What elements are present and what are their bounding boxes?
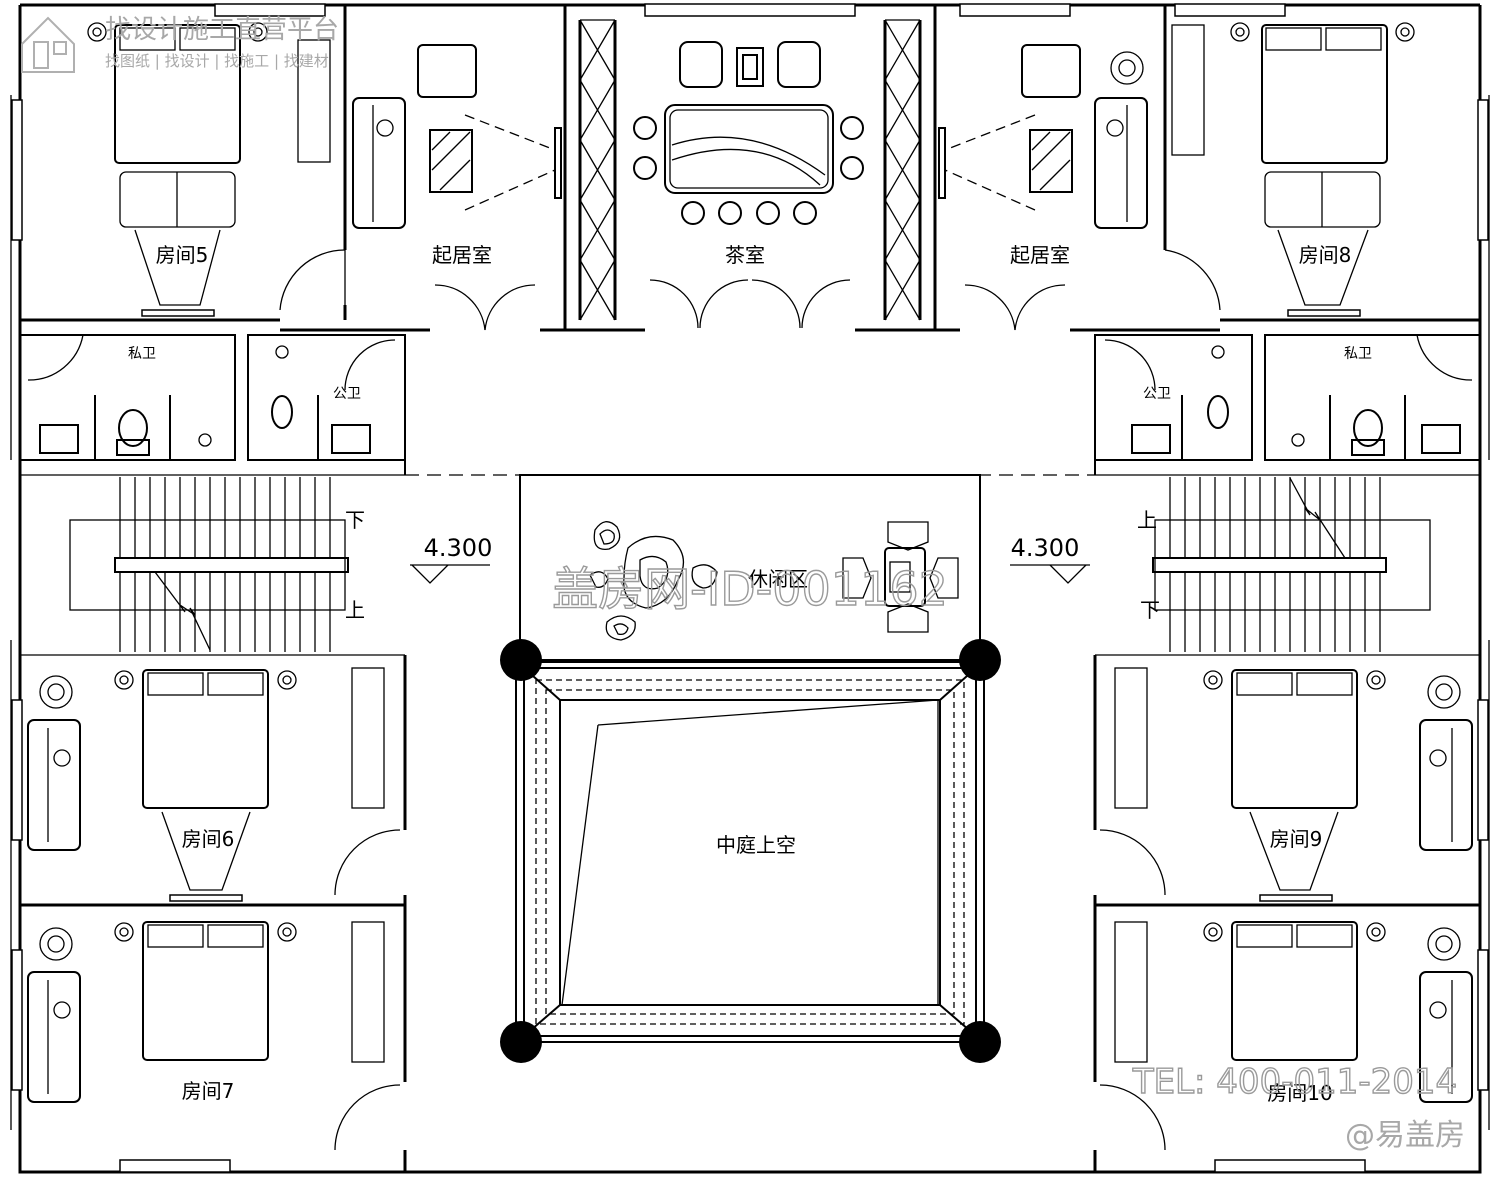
bath-fixtures: 私卫 公卫 公卫 私卫	[39, 345, 1461, 456]
left-stair-down-label: 下	[345, 508, 365, 532]
upper-doors	[27, 249, 1473, 391]
room6-furniture: 房间6	[27, 667, 385, 902]
upper-walls	[19, 5, 1481, 475]
living-right-furniture: 起居室	[938, 44, 1148, 267]
room8-label: 房间8	[1299, 243, 1352, 267]
watermarks: 找设计施工直营平台 找图纸 | 找设计 | 找施工 | 找建材 盖房网-ID-0…	[21, 15, 1465, 1153]
level-left: 4.300	[424, 534, 493, 562]
room9-furniture: 房间9	[1114, 667, 1473, 902]
room7-label: 房间7	[182, 1079, 235, 1103]
watermark-id: 盖房网-ID-001162	[552, 562, 948, 616]
public-bath-right-label: 公卫	[1143, 386, 1171, 402]
tea-room-furniture: 茶室	[579, 19, 921, 321]
room9-label: 房间9	[1270, 827, 1323, 851]
private-bath-left-label: 私卫	[128, 346, 156, 362]
logo-title: 找设计施工直营平台	[105, 15, 339, 45]
room5-label: 房间5	[156, 243, 209, 267]
room5-furniture: 房间5	[87, 22, 331, 317]
room10-label: 房间10	[1267, 1081, 1332, 1105]
room6-label: 房间6	[182, 827, 235, 851]
top-windows	[11, 3, 1489, 1173]
left-stair: 下 上	[69, 477, 365, 652]
leisure-label: 休闲区	[748, 567, 808, 591]
level-right: 4.300	[1011, 534, 1080, 562]
logo-subtitle: 找图纸 | 找设计 | 找施工 | 找建材	[105, 52, 329, 70]
private-bath-right-label: 私卫	[1344, 346, 1372, 362]
leisure-area: 休闲区	[519, 474, 981, 661]
level-marks: 4.300 4.300	[410, 534, 1090, 584]
public-bath-left-label: 公卫	[333, 386, 361, 402]
tea-room-label: 茶室	[725, 243, 765, 267]
lower-walls	[20, 655, 1480, 1172]
courtyard: 中庭上空	[500, 639, 1001, 1063]
living-right-label: 起居室	[1010, 243, 1070, 267]
right-stair-down-label: 下	[1140, 598, 1160, 622]
courtyard-label: 中庭上空	[716, 833, 796, 857]
room7-furniture: 房间7	[27, 921, 385, 1103]
room8-furniture: 房间8	[1171, 22, 1415, 317]
watermark-brand: @易盖房	[1345, 1118, 1465, 1153]
watermark-tel: TEL: 400-011-2014	[1132, 1062, 1457, 1102]
left-stair-up-label: 上	[345, 598, 365, 622]
room10-furniture: 房间10	[1114, 921, 1473, 1105]
right-stair-up-label: 上	[1137, 508, 1157, 532]
living-left-label: 起居室	[432, 243, 492, 267]
house-logo-icon	[21, 16, 75, 73]
living-left-furniture: 起居室	[352, 44, 562, 267]
right-stair: 上 下	[1137, 477, 1431, 652]
